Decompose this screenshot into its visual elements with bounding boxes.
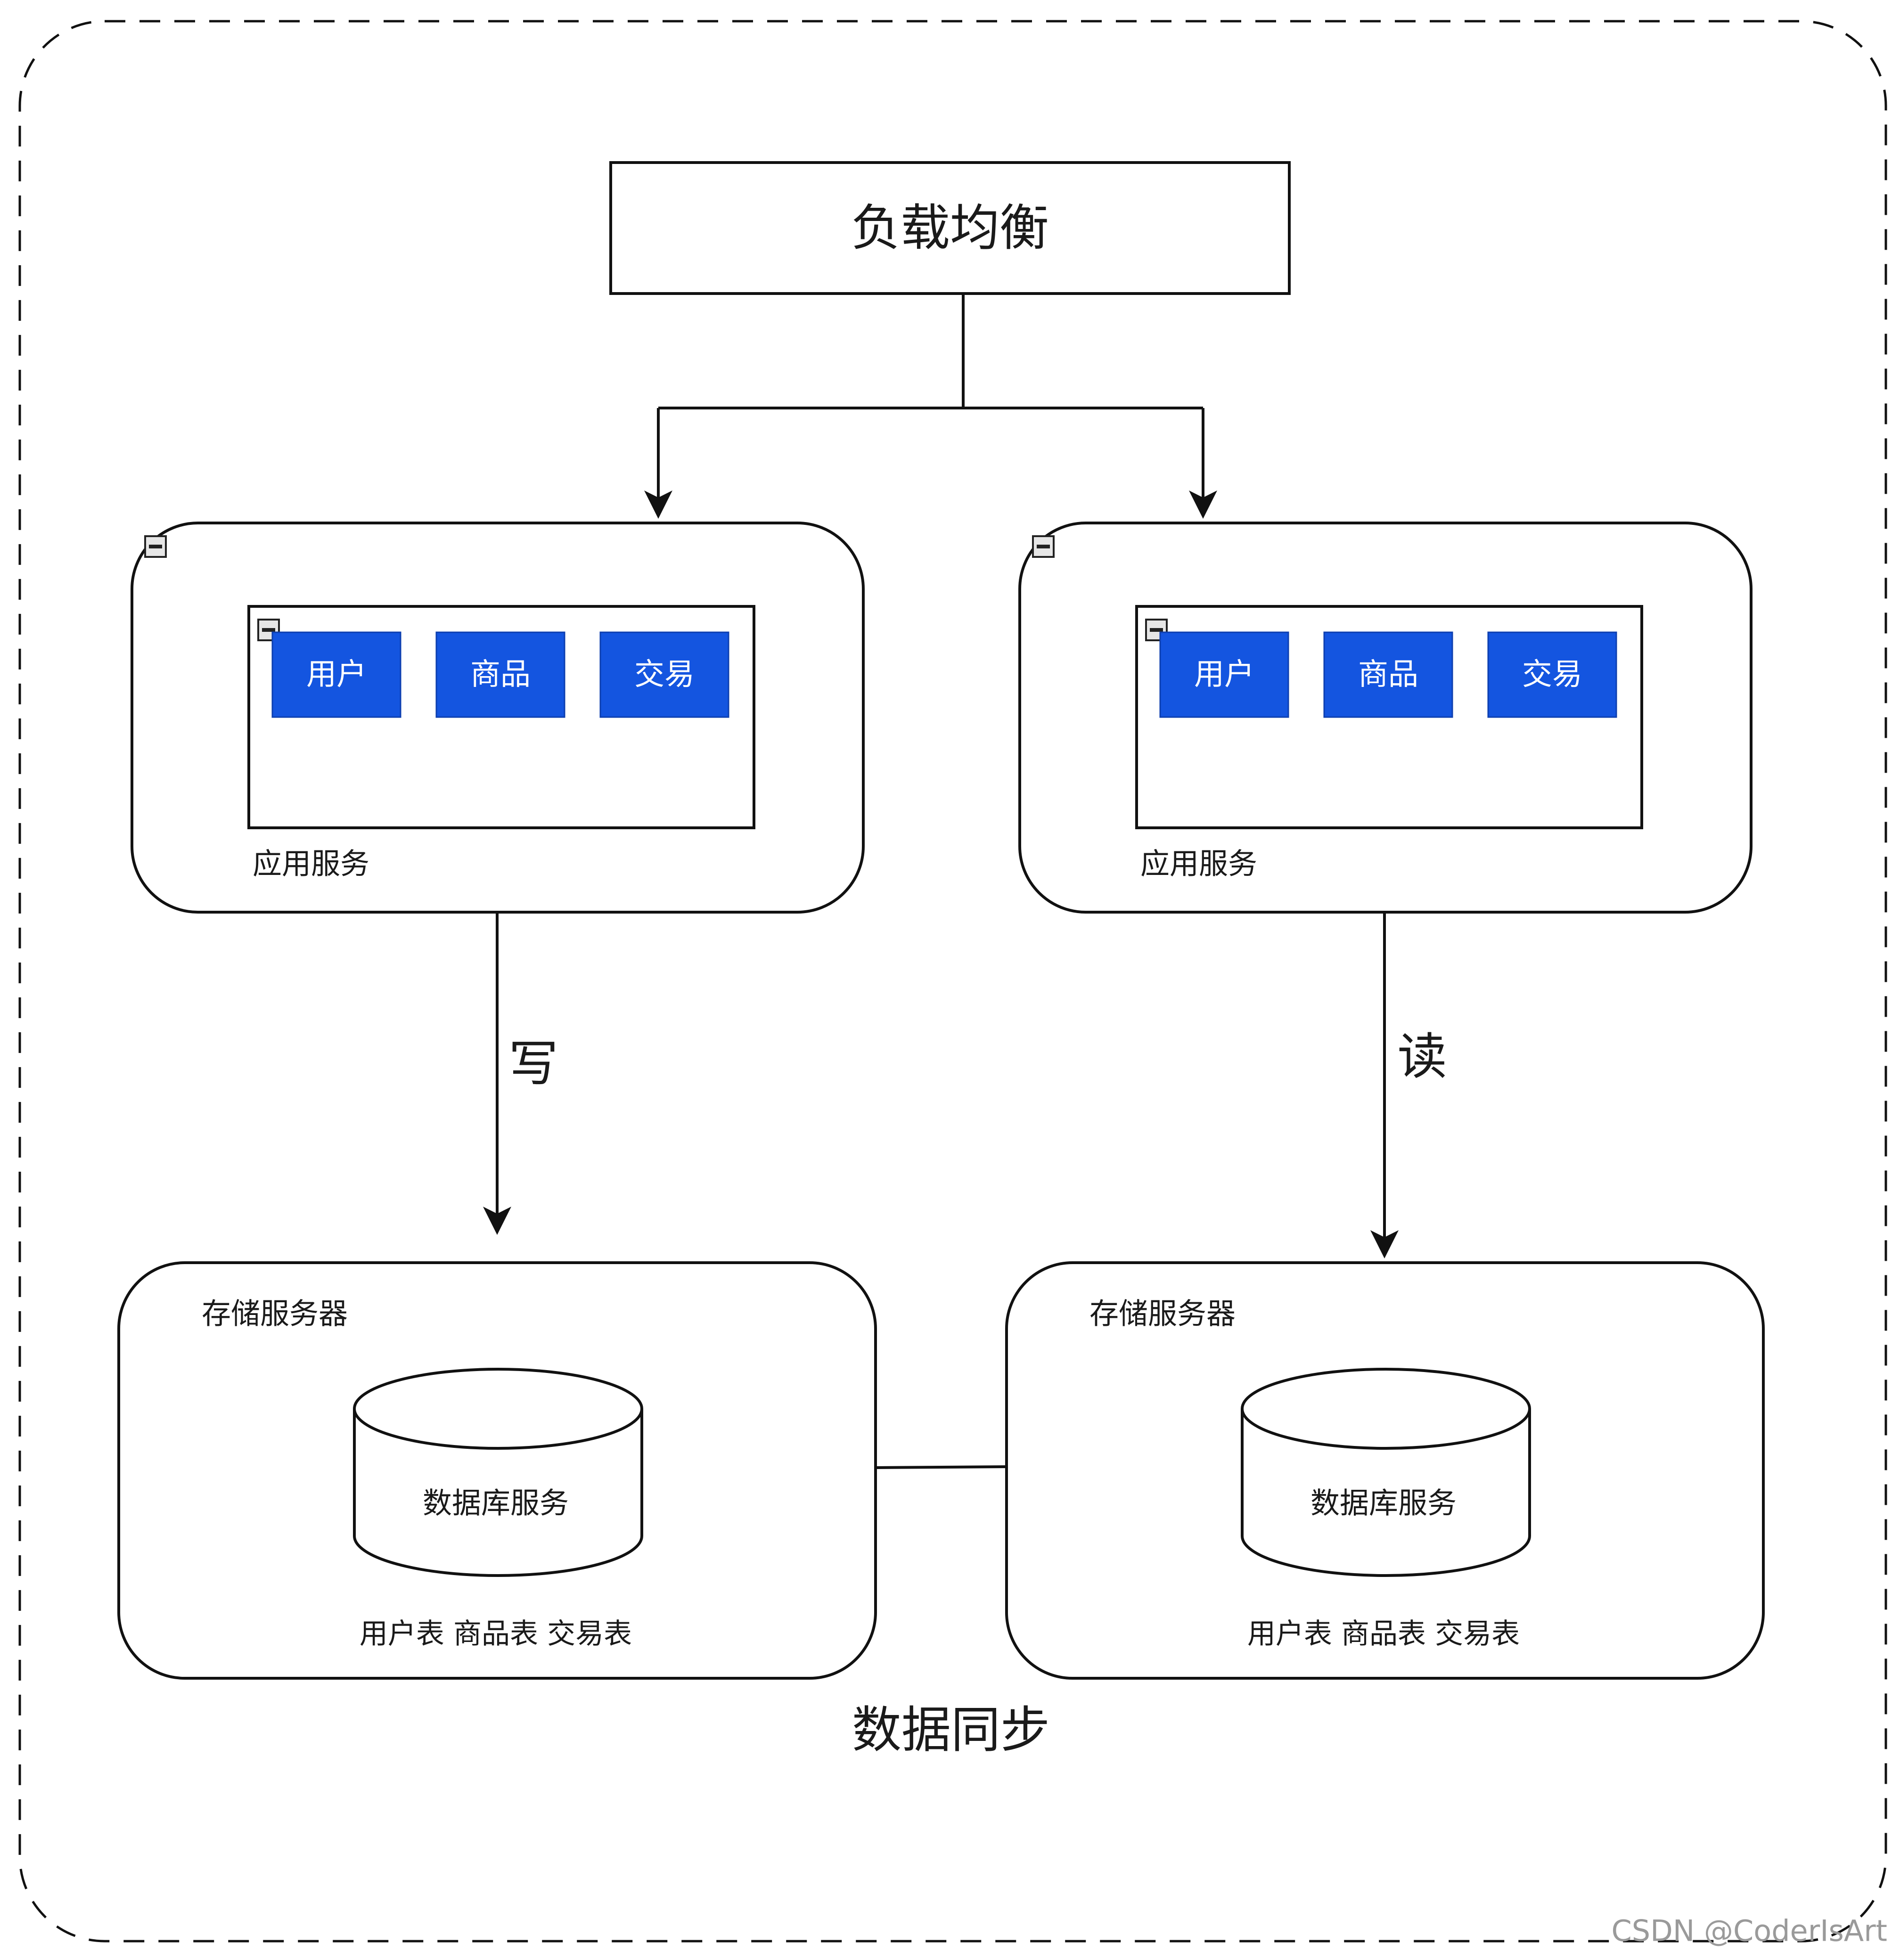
module-trade: 交易 [1487, 631, 1617, 718]
storage-server-left: 存储服务器 数据库服务 用户表 商品表 交易表 [117, 1261, 877, 1680]
database-label: 数据库服务 [1310, 1486, 1457, 1520]
module-product: 商品 [435, 631, 565, 718]
collapse-icon[interactable] [144, 535, 167, 558]
storage-server-label: 存储服务器 [202, 1297, 348, 1331]
module-label: 用户 [1194, 657, 1254, 692]
module-user: 用户 [271, 631, 401, 718]
app-server-left: 用户 商品 交易 应用服务 [131, 522, 865, 914]
module-label: 交易 [634, 657, 695, 692]
watermark: CSDN @CoderIsArt [1612, 1914, 1888, 1948]
collapse-icon[interactable] [1032, 535, 1055, 558]
module-product: 商品 [1323, 631, 1453, 718]
storage-server-label: 存储服务器 [1089, 1297, 1236, 1331]
load-balancer-label: 负载均衡 [851, 199, 1049, 257]
write-label: 写 [508, 1035, 558, 1093]
database-cylinder: 数据库服务 [353, 1368, 643, 1577]
app-server-right: 用户 商品 交易 应用服务 [1018, 522, 1753, 914]
module-label: 交易 [1522, 657, 1582, 692]
read-edge: 读 [1370, 912, 1447, 1258]
table-list: 用户表 商品表 交易表 [360, 1617, 632, 1650]
table-list: 用户表 商品表 交易表 [1247, 1617, 1520, 1650]
module-label: 用户 [306, 657, 367, 692]
module-label: 商品 [470, 657, 531, 692]
module-label: 商品 [1358, 657, 1418, 692]
app-server-label: 应用服务 [1140, 847, 1257, 881]
sync-link [875, 1465, 1007, 1469]
module-trade: 交易 [599, 631, 729, 718]
load-balancer-node: 负载均衡 [609, 161, 1291, 295]
storage-server-right: 存储服务器 数据库服务 用户表 商品表 交易表 [1005, 1261, 1765, 1680]
module-user: 用户 [1159, 631, 1289, 718]
balancer-connectors [644, 294, 1217, 519]
database-label: 数据库服务 [423, 1486, 569, 1520]
database-cylinder: 数据库服务 [1241, 1368, 1531, 1577]
system-boundary [18, 20, 1887, 1943]
write-edge: 写 [483, 912, 558, 1235]
data-sync-label: 数据同步 [852, 1701, 1050, 1759]
read-label: 读 [1397, 1028, 1447, 1086]
app-server-label: 应用服务 [253, 847, 369, 881]
